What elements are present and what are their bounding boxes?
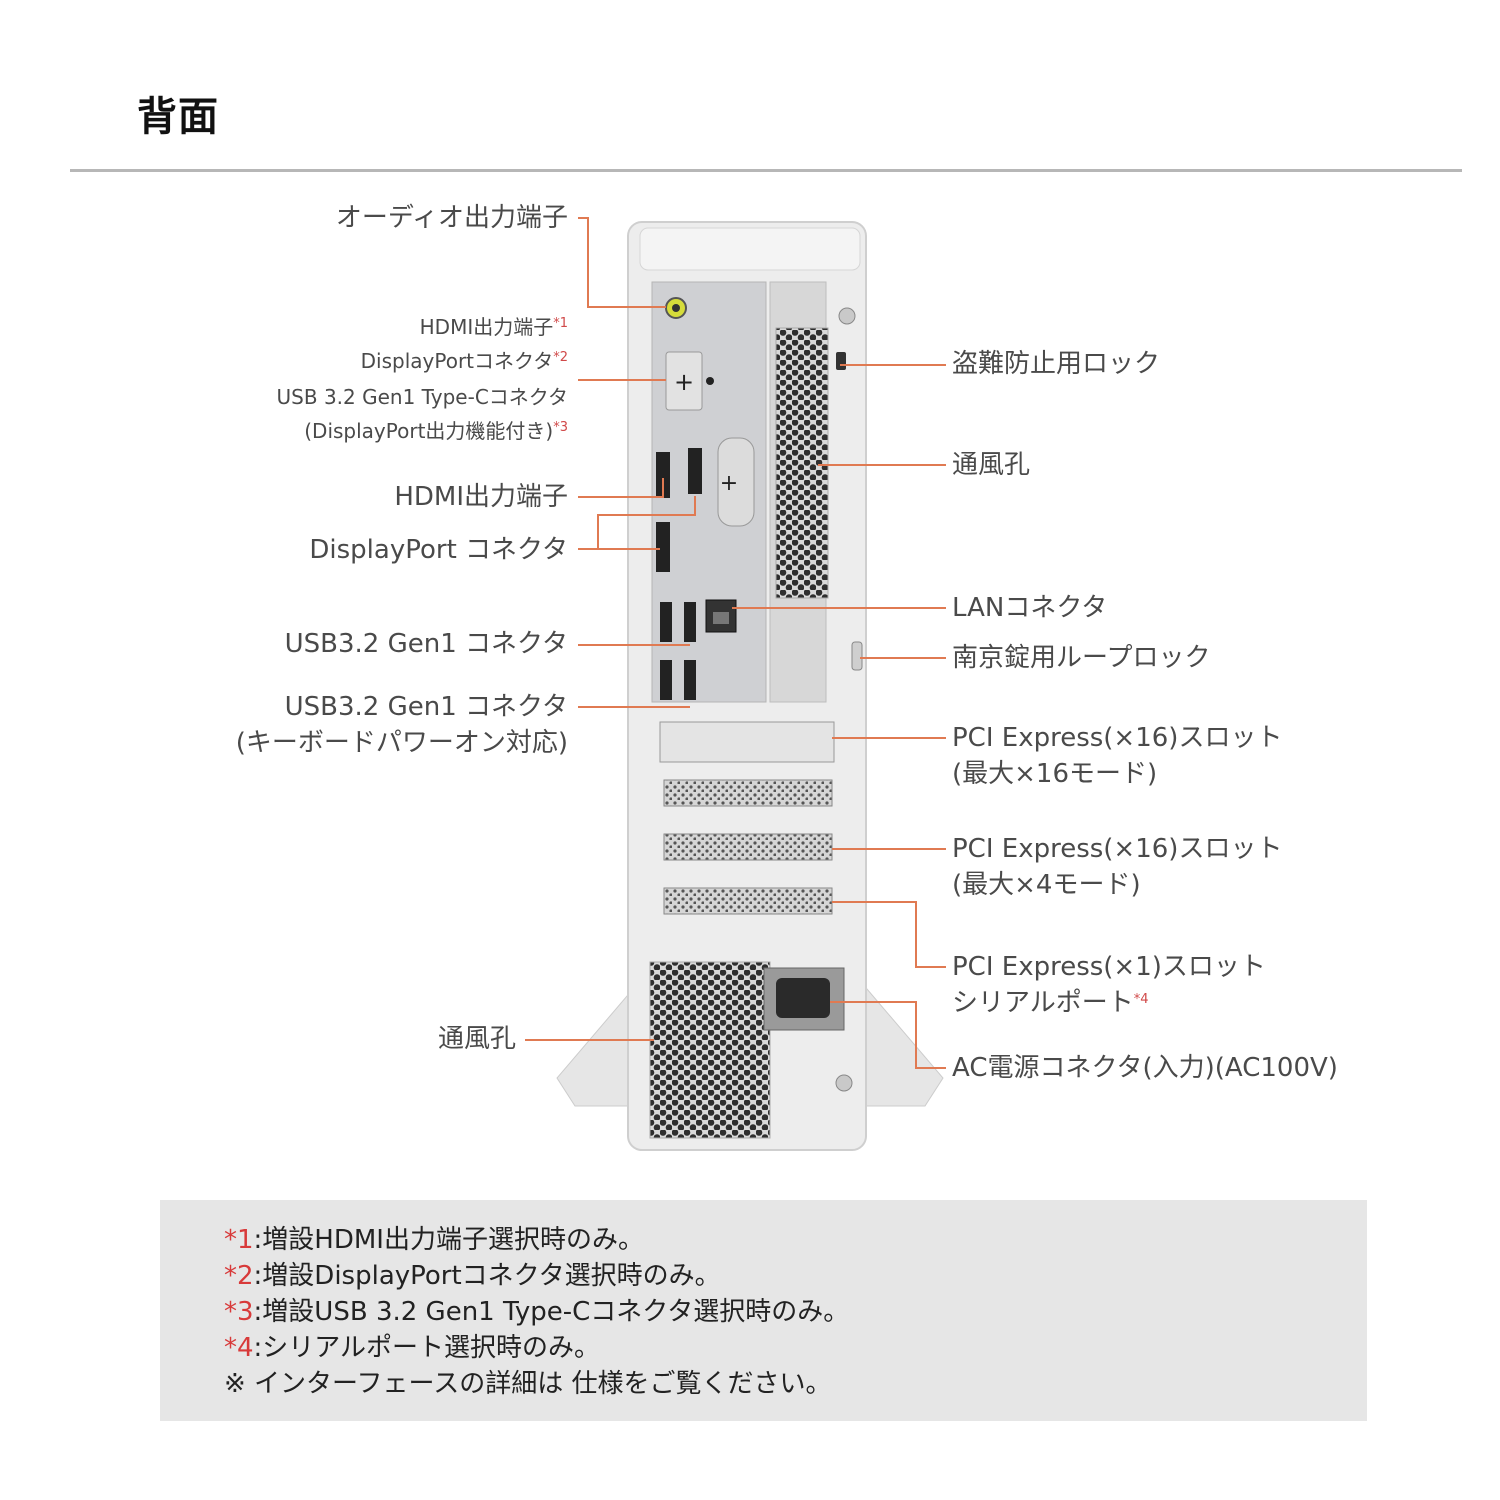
security-lock-slot [836,352,846,370]
label-hdmi: HDMI出力端子 [394,482,568,512]
label-pcie-3: PCI Express(×1)スロットシリアルポート*4 [952,952,1266,1018]
footnote-mark-4: *4 [1133,992,1149,1007]
footnote-1: *1:増設HDMI出力端子選択時のみ。 [224,1225,644,1255]
usb-port-4 [684,660,696,700]
label-padlock-loop: 南京錠用ループロック [952,643,1211,673]
leader-lines [525,217,946,1069]
label-pcie-1: PCI Express(×16)スロット(最大×16モード) [952,723,1283,789]
label-hdmi-option: HDMI出力端子*1 [419,315,568,339]
dp-port-2 [656,522,670,572]
label-usb-b: USB3.2 Gen1 コネクタ(キーボードパワーオン対応) [235,692,568,758]
option-right-plus-icon: + [720,471,738,496]
padlock-loop [851,641,863,671]
ac-inlet [776,978,830,1018]
chassis-top-cap [639,227,861,271]
label-audio-out: オーディオ出力端子 [335,203,568,233]
label-vent-right: 通風孔 [952,450,1031,480]
label-pcie-2: PCI Express(×16)スロット(最大×4モード) [952,834,1283,900]
label-lan: LANコネクタ [952,593,1108,623]
psu-vent [649,961,771,1139]
top-vent [775,327,829,599]
label-dp-option: DisplayPortコネクタ*2 [360,349,568,373]
footnote-3: *3:増設USB 3.2 Gen1 Type-Cコネクタ選択時のみ。 [224,1297,850,1327]
option-indicator [706,377,714,385]
footnote-mark-2: *2 [553,350,568,365]
option-cover-right [717,437,755,527]
pcie-slot-2 [663,779,833,807]
pcie-slot-4 [663,887,833,915]
audio-jack-center [672,304,680,312]
option-plus-icon: + [674,368,694,396]
screw-top [838,307,856,325]
footnote-4: *4:シリアルポート選択時のみ。 [224,1333,601,1363]
footnote-spec-note: ※ インターフェースの詳細は 仕様をご覧ください。 [224,1369,832,1399]
label-vent-left: 通風孔 [437,1024,516,1054]
footnote-2: *2:増設DisplayPortコネクタ選択時のみ。 [224,1261,721,1291]
pcie-slot-1 [659,721,835,763]
usb-port-2 [684,602,696,642]
label-security-lock: 盗難防止用ロック [952,349,1161,379]
label-displayport: DisplayPort コネクタ [309,535,568,565]
label-usbc-option: USB 3.2 Gen1 Type-Cコネクタ(DisplayPort出力機能付… [276,385,568,443]
footnote-mark-1: *1 [553,316,568,331]
lan-port-inner [713,612,729,624]
stand-right [854,973,944,1107]
pcie-slot-3 [663,833,833,861]
footnote-mark-3: *3 [553,420,568,435]
title-divider [70,169,1462,172]
usb-port-3 [660,660,672,700]
screw-bottom [835,1074,853,1092]
label-usb-a: USB3.2 Gen1 コネクタ [284,629,568,659]
footnotes-panel: *1:増設HDMI出力端子選択時のみ。 *2:増設DisplayPortコネクタ… [160,1200,1367,1421]
dp-port-1 [688,448,702,494]
label-ac-power: AC電源コネクタ(入力)(AC100V) [952,1053,1338,1083]
usb-port-1 [660,602,672,642]
page-title: 背面 [137,94,219,140]
footnotes-list: *1:増設HDMI出力端子選択時のみ。 *2:増設DisplayPortコネクタ… [224,1222,849,1402]
hdmi-port [656,452,670,498]
